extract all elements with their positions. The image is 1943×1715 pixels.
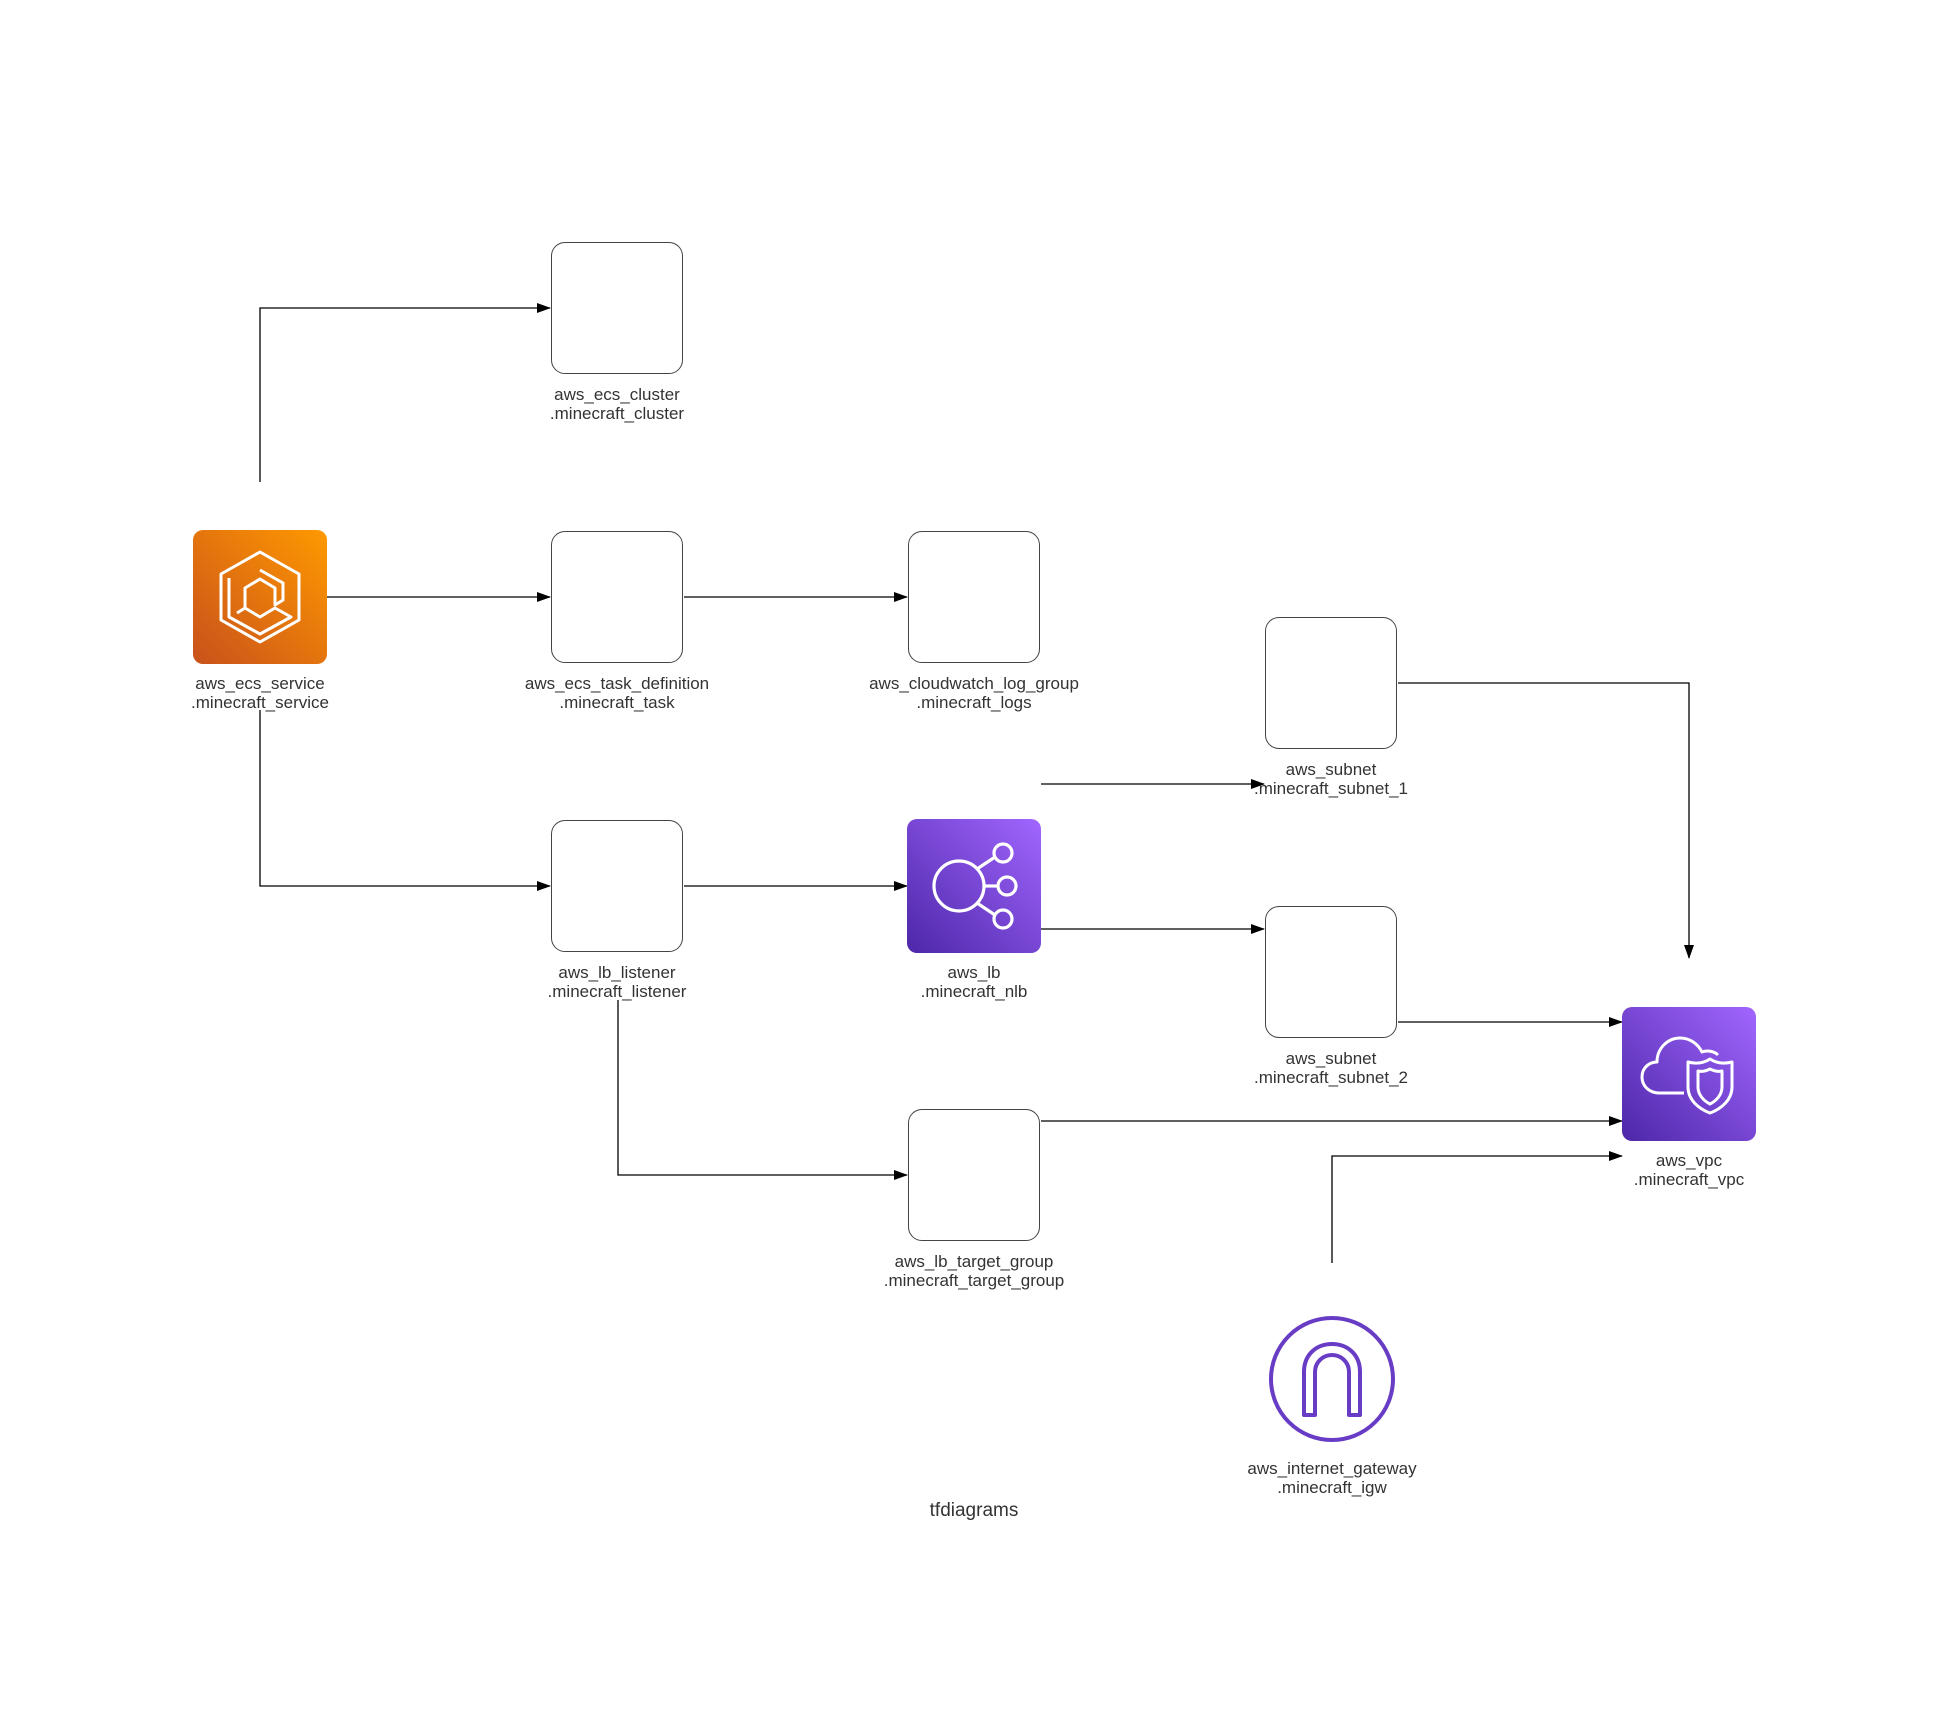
node-internet-gateway[interactable] (1267, 1314, 1397, 1444)
node-name: .minecraft_target_group (883, 1271, 1065, 1290)
label-ecs-task-definition: aws_ecs_task_definition .minecraft_task (467, 674, 767, 712)
node-vpc[interactable] (1622, 1007, 1756, 1141)
node-type: aws_subnet (1285, 1049, 1377, 1068)
label-lb-listener: aws_lb_listener .minecraft_listener (467, 963, 767, 1001)
node-subnet-1[interactable] (1265, 617, 1397, 749)
edge-service-to-cluster (259, 303, 551, 482)
node-ecs-cluster[interactable] (551, 242, 683, 374)
edge-service-to-listener (259, 710, 551, 891)
node-type: aws_lb_listener (558, 963, 676, 982)
label-vpc: aws_vpc .minecraft_vpc (1539, 1151, 1839, 1189)
node-lb[interactable] (907, 819, 1041, 953)
label-ecs-cluster: aws_ecs_cluster .minecraft_cluster (467, 385, 767, 423)
node-name: .minecraft_igw (1277, 1478, 1387, 1497)
node-name: .minecraft_service (191, 693, 329, 712)
label-lb: aws_lb .minecraft_nlb (824, 963, 1124, 1001)
node-type: aws_lb_target_group (894, 1252, 1054, 1271)
node-type: aws_ecs_task_definition (524, 674, 710, 693)
node-name: .minecraft_listener (547, 982, 687, 1001)
node-type: aws_cloudwatch_log_group (869, 674, 1079, 693)
node-type: aws_ecs_cluster (554, 385, 680, 404)
ecs-service-icon (219, 550, 301, 644)
label-cloudwatch-log-group: aws_cloudwatch_log_group .minecraft_logs (824, 674, 1124, 712)
node-name: .minecraft_subnet_1 (1253, 779, 1409, 798)
node-ecs-service[interactable] (193, 530, 327, 664)
label-subnet-1: aws_subnet .minecraft_subnet_1 (1181, 760, 1481, 798)
node-name: .minecraft_nlb (920, 982, 1028, 1001)
edge-igw-to-vpc (1331, 1151, 1623, 1263)
node-type: aws_vpc (1655, 1151, 1723, 1170)
node-lb-listener[interactable] (551, 820, 683, 952)
edge-subnet1-to-vpc (1398, 682, 1694, 959)
node-type: aws_lb (947, 963, 1001, 982)
node-type: aws_subnet (1285, 760, 1377, 779)
node-lb-target-group[interactable] (908, 1109, 1040, 1241)
node-name: .minecraft_logs (916, 693, 1032, 712)
label-subnet-2: aws_subnet .minecraft_subnet_2 (1181, 1049, 1481, 1087)
label-internet-gateway: aws_internet_gateway .minecraft_igw (1182, 1459, 1482, 1497)
node-name: .minecraft_subnet_2 (1253, 1068, 1409, 1087)
node-name: .minecraft_cluster (549, 404, 685, 423)
node-ecs-task-definition[interactable] (551, 531, 683, 663)
label-ecs-service: aws_ecs_service .minecraft_service (110, 674, 410, 712)
vpc-icon (1640, 1036, 1734, 1115)
node-name: .minecraft_vpc (1633, 1170, 1745, 1189)
diagram-footer-label: tfdiagrams (929, 1500, 1019, 1521)
node-cloudwatch-log-group[interactable] (908, 531, 1040, 663)
edge-listener-to-targetgroup (617, 1000, 908, 1180)
node-name: .minecraft_task (559, 693, 675, 712)
label-lb-target-group: aws_lb_target_group .minecraft_target_gr… (824, 1252, 1124, 1290)
node-subnet-2[interactable] (1265, 906, 1397, 1038)
elastic-load-balancing-icon (932, 842, 1018, 930)
node-type: aws_internet_gateway (1247, 1459, 1417, 1478)
internet-gateway-icon (1269, 1316, 1395, 1442)
node-type: aws_ecs_service (195, 674, 325, 693)
